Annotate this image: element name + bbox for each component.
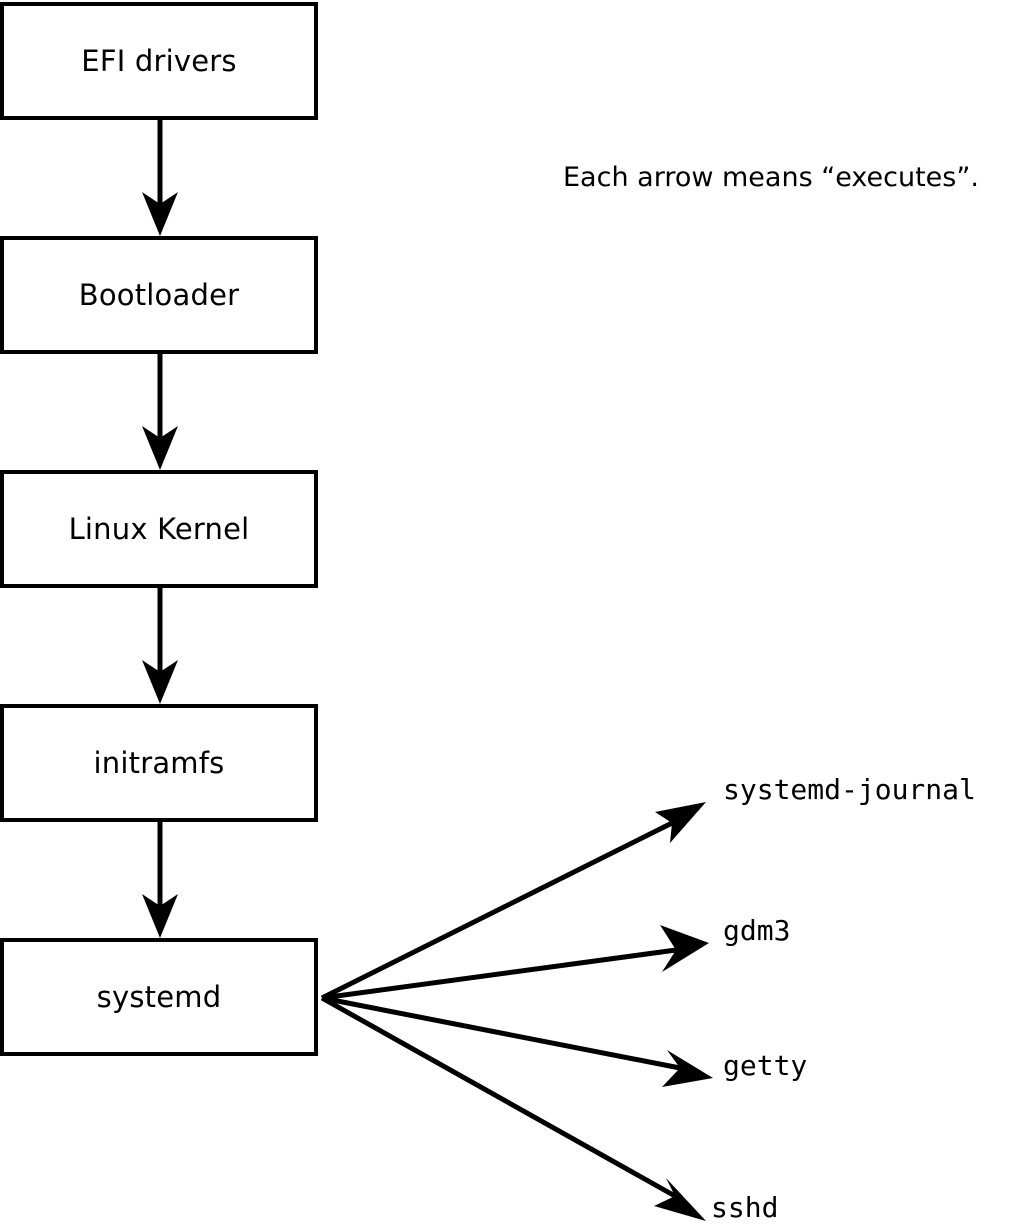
node-systemd[interactable]: systemd [0, 938, 318, 1056]
edge-systemd-to-getty [321, 995, 713, 1087]
edge-linux-kernel-to-initramfs [142, 588, 178, 704]
node-label-bootloader: Bootloader [78, 277, 240, 312]
arrowhead-icon [142, 660, 178, 704]
node-linux-kernel[interactable]: Linux Kernel [0, 470, 318, 588]
leaf-label-gdm3: gdm3 [723, 914, 791, 947]
node-label-efi-drivers: EFI drivers [81, 43, 237, 78]
arrowhead-icon [142, 192, 178, 236]
edge-initramfs-to-systemd [142, 822, 178, 938]
node-efi-drivers[interactable]: EFI drivers [0, 2, 318, 120]
edge-line [321, 947, 677, 1001]
arrowhead-icon [655, 802, 706, 843]
arrowhead-icon [142, 894, 178, 938]
node-label-initramfs: initramfs [93, 745, 225, 780]
edge-line [320, 995, 677, 1199]
leaf-label-sshd: sshd [711, 1191, 779, 1224]
node-initramfs[interactable]: initramfs [0, 704, 318, 822]
leaf-label-systemd-journal: systemd-journal [723, 773, 976, 806]
edge-line [320, 820, 674, 1001]
diagram-caption: Each arrow means “executes”. [563, 162, 979, 193]
edge-systemd-to-gdm3 [321, 925, 709, 1001]
node-label-linux-kernel: Linux Kernel [68, 511, 250, 546]
edge-systemd-to-systemd-journal [320, 802, 706, 1001]
arrowhead-icon [662, 1050, 713, 1087]
edge-efi-drivers-to-bootloader [142, 120, 178, 236]
leaf-label-getty: getty [723, 1049, 808, 1082]
arrowhead-icon [142, 426, 178, 470]
edge-systemd-to-sshd [320, 995, 706, 1221]
edge-line [321, 995, 681, 1071]
arrowhead-icon [654, 1178, 706, 1221]
node-bootloader[interactable]: Bootloader [0, 236, 318, 354]
edge-bootloader-to-linux-kernel [142, 354, 178, 470]
node-label-systemd: systemd [96, 979, 222, 1014]
arrowhead-icon [660, 925, 709, 972]
